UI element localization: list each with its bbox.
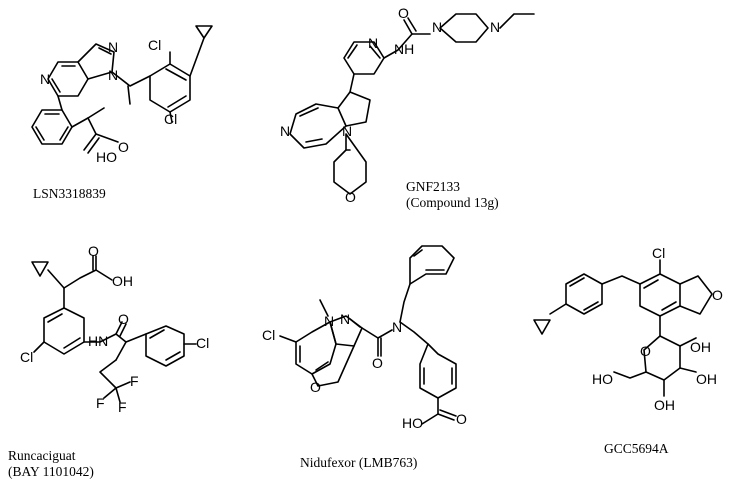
atom-n-gnf-piperazine-b: N <box>490 19 500 35</box>
caption-line: Runcaciguat <box>8 448 76 463</box>
atom-cl-nidu: Cl <box>262 327 275 343</box>
atom-o-nidu-amide: O <box>372 355 383 371</box>
atom-o-nidu-acid: O <box>456 411 467 427</box>
atom-n-gnf-azaindole: N <box>280 123 290 139</box>
caption-gnf2133: GNF2133 (Compound 13g) <box>406 179 499 211</box>
atom-n-nidu-a: N <box>324 313 334 329</box>
atom-n-nidu-amide: N <box>392 319 402 335</box>
caption-runcaciguat: Runcaciguat (BAY 1101042) <box>8 448 94 480</box>
structure-nidufexor <box>279 245 457 425</box>
atom-o-gnf-urea: O <box>398 5 409 21</box>
atom-n-gnf-pyrrole: N <box>342 123 352 139</box>
atom-o-gnf-oxane: O <box>345 189 356 205</box>
atom-cl-runc-phenyl: Cl <box>196 335 209 351</box>
atom-cl-lsn-bottom: Cl <box>164 111 177 127</box>
atom-cl-runc-aryl: Cl <box>20 349 33 365</box>
atom-n-gnf-piperazine-a: N <box>432 19 442 35</box>
structure-gnf2133 <box>289 13 535 195</box>
caption-lsn3318839: LSN3318839 <box>33 186 106 202</box>
atom-oh-gcc-c: OH <box>654 397 675 413</box>
atom-o-runc-acid: O <box>88 243 99 259</box>
atom-o-nidu-pyran: O <box>310 379 321 395</box>
atom-cl-gcc: Cl <box>652 245 665 261</box>
structure-lsn3318839 <box>31 25 213 154</box>
caption-line: GNF2133 <box>406 179 461 194</box>
structure-runcaciguat <box>31 255 197 403</box>
atom-f-runc-b: F <box>96 395 105 411</box>
atom-ho-nidu: HO <box>402 415 423 431</box>
caption-line: (Compound 13g) <box>406 195 499 210</box>
atom-f-runc-c: F <box>118 399 127 415</box>
atom-ho-gcc: HO <box>592 371 613 387</box>
atom-n-lsn-imidazole-b: N <box>108 67 118 83</box>
caption-line: (BAY 1101042) <box>8 464 94 479</box>
atom-n-lsn-imidazole-a: N <box>108 39 118 55</box>
atom-oh-lsn: HO <box>96 149 117 165</box>
atom-n-gnf-pyridine: N <box>368 35 378 51</box>
caption-line: Nidufexor (LMB763) <box>300 455 418 470</box>
atom-cl-lsn-top: Cl <box>148 37 161 53</box>
atom-o-gcc-sugar: O <box>640 343 651 359</box>
structure-gcc5694a <box>533 259 713 397</box>
caption-nidufexor: Nidufexor (LMB763) <box>300 455 417 471</box>
atom-oh-gcc-b: OH <box>696 371 717 387</box>
atom-o-gcc-furan: O <box>712 287 723 303</box>
atom-oh-gcc-a: OH <box>690 339 711 355</box>
atom-nh-gnf: NH <box>394 41 414 57</box>
atom-hn-runc: HN <box>88 333 108 349</box>
atom-o-runc-amide: O <box>118 311 129 327</box>
caption-gcc5694a: GCC5694A <box>604 441 669 457</box>
caption-line: GCC5694A <box>604 441 669 456</box>
atom-oh-runc: OH <box>112 273 133 289</box>
atom-n-lsn-pyridine: N <box>40 71 50 87</box>
atom-n-nidu-b: N <box>340 311 350 327</box>
caption-line: LSN3318839 <box>33 186 106 201</box>
atom-f-runc-a: F <box>130 373 139 389</box>
atom-o-lsn: O <box>118 139 129 155</box>
